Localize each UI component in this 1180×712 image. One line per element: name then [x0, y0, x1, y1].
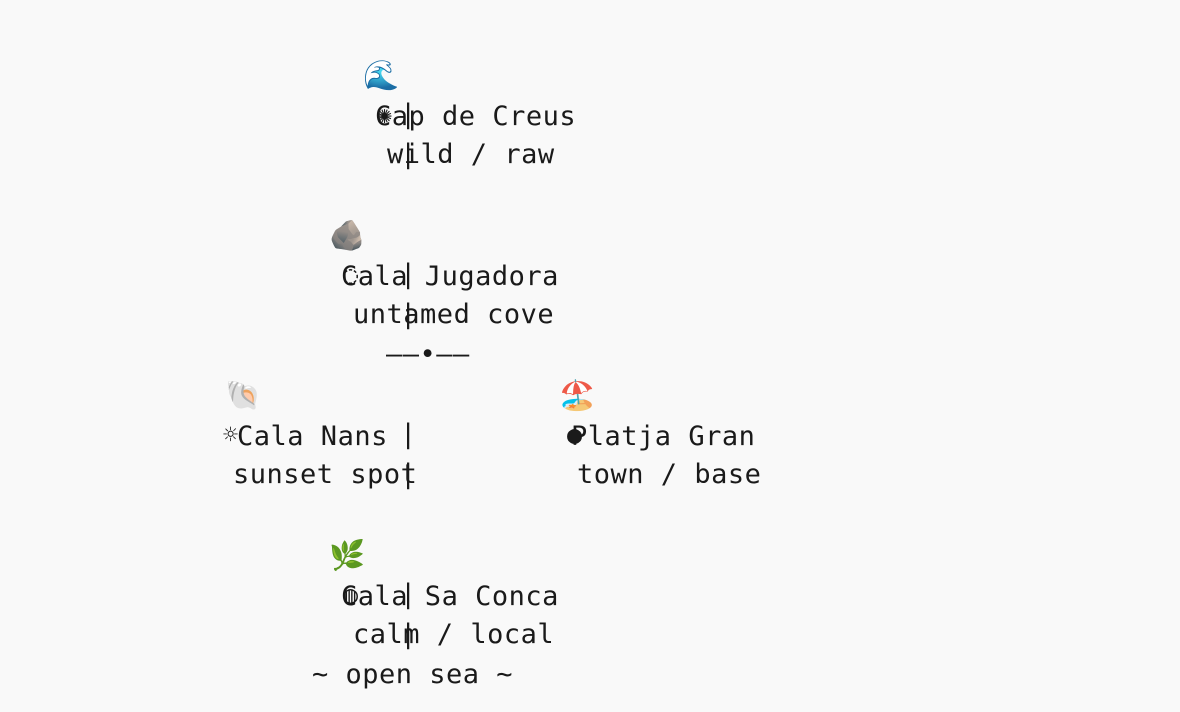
connector-vertical: | [400, 579, 417, 610]
node-cala-sa-conca: 🌿 Cala Sa Conca [262, 495, 559, 612]
connector-vertical: | [400, 99, 417, 130]
connector-vertical: | [400, 139, 417, 170]
wave-icon: 🌊 [363, 58, 400, 92]
node-tag-cala-jugadora: ◌ untamed cove [276, 215, 554, 330]
burst-icon: ✺ [377, 100, 393, 129]
node-tag: untamed cove [353, 299, 555, 330]
dotted-circle-icon: ◌ [343, 260, 359, 289]
node-title: Cala Jugadora [341, 261, 559, 292]
herb-icon: 🌿 [329, 538, 366, 572]
node-title: Cala Nans [237, 421, 388, 452]
node-cala-nans: 🐚 Cala Nans [158, 335, 388, 452]
connector-vertical: | [400, 299, 417, 330]
node-cala-jugadora: 🪨 Cala Jugadora [262, 175, 559, 292]
shell-icon: 🐚 [225, 378, 262, 412]
node-tag: sunset spot [233, 459, 418, 490]
node-platja-gran: 🏖️ Platja Gran [492, 335, 755, 452]
beach-umbrella-icon: 🏖️ [559, 378, 596, 412]
node-title: Cap de Creus [375, 101, 577, 132]
node-tag: wild / raw [387, 139, 555, 170]
connector-vertical: | [400, 259, 417, 290]
node-title: Cala Sa Conca [341, 581, 559, 612]
connector-vertical: | [400, 619, 417, 650]
open-sea-label: ~ open sea ~ [312, 659, 514, 690]
node-tag-cap-de-creus: ✺ wild / raw [310, 55, 555, 170]
node-tag-cala-sa-conca: ◍ calm / local [276, 535, 554, 650]
connector-vertical: | [400, 419, 417, 450]
node-tag-platja-gran: ● town / base [500, 375, 761, 490]
sun-icon: ☼ [223, 420, 239, 449]
node-tag: town / base [577, 459, 762, 490]
node-tag-cala-nans: ☼ sunset spot [156, 375, 417, 490]
rock-icon: 🪨 [329, 218, 366, 252]
connector-junction: ——•—— [386, 339, 470, 370]
filled-circle-icon: ● [567, 420, 583, 449]
striped-circle-icon: ◍ [343, 580, 359, 609]
node-title: Platja Gran [571, 421, 756, 452]
node-cap-de-creus: 🌊 Cap de Creus [296, 15, 576, 132]
connector-vertical: | [400, 459, 417, 490]
node-tag: calm / local [353, 619, 555, 650]
